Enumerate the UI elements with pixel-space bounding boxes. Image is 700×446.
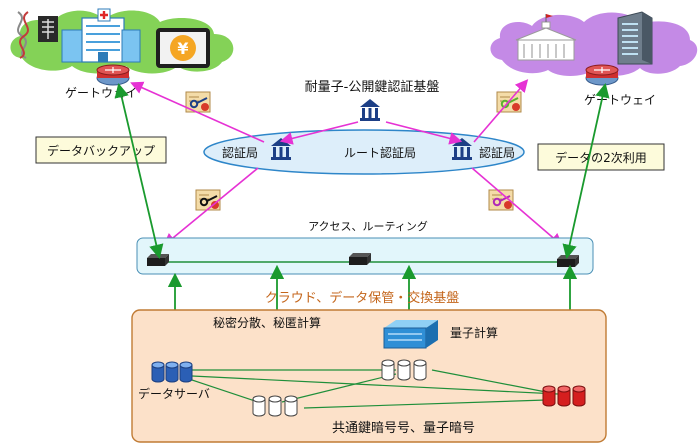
secret-sharing-label: 秘密分散、秘匿計算 bbox=[213, 315, 321, 330]
gateway-right-label: ゲートウェイ bbox=[584, 93, 656, 107]
quantum-computing-label: 量子計算 bbox=[450, 325, 498, 340]
database-icon bbox=[381, 359, 427, 381]
database-icon bbox=[542, 385, 586, 407]
white-house-icon bbox=[515, 14, 577, 61]
mesh-links bbox=[191, 369, 559, 409]
hospital-cloud: ¥ bbox=[10, 8, 234, 74]
certificate-icon bbox=[195, 189, 221, 211]
network-switch-icon bbox=[557, 255, 579, 267]
database-icon bbox=[252, 395, 298, 417]
ca-right-label: 認証局 bbox=[479, 145, 515, 160]
network-switch-icon bbox=[147, 254, 169, 266]
svg-text:¥: ¥ bbox=[177, 39, 188, 58]
root-ca-label: ルート認証局 bbox=[344, 145, 416, 160]
data-server-label: データサーバ bbox=[138, 386, 210, 401]
secondary-use-label: データの2次利用 bbox=[555, 150, 647, 165]
cloud-platform-title: クラウド、データ保管・交換基盤 bbox=[265, 290, 459, 306]
secondary-use-label-box: データの2次利用 bbox=[537, 143, 665, 171]
database-icon bbox=[151, 361, 193, 383]
cloud-platform-box bbox=[131, 309, 607, 443]
government-cloud bbox=[490, 11, 698, 76]
xray-icon bbox=[38, 16, 58, 42]
network-switch-icon bbox=[349, 253, 371, 265]
router-icon bbox=[585, 64, 619, 86]
dna-icon bbox=[17, 11, 29, 59]
hospital-icon bbox=[61, 8, 141, 63]
root-ca-bank-icon bbox=[360, 99, 380, 121]
office-building-icon bbox=[617, 11, 653, 65]
tablet-yen-icon: ¥ bbox=[156, 28, 210, 68]
quantum-computer-icon bbox=[383, 320, 438, 349]
encryption-label: 共通鍵暗号号、量子暗号 bbox=[332, 420, 475, 436]
certificate-icon bbox=[488, 189, 514, 211]
ca-left-label: 認証局 bbox=[222, 145, 258, 160]
pki-title: 耐量子-公開鍵認証基盤 bbox=[305, 79, 440, 95]
gateway-left-label: ゲートウェイ bbox=[65, 86, 137, 100]
router-icon bbox=[96, 64, 130, 86]
backup-label: データバックアップ bbox=[47, 143, 155, 158]
backup-label-box: データバックアップ bbox=[35, 136, 167, 164]
routing-label: アクセス、ルーティング bbox=[308, 219, 428, 233]
certificate-icon bbox=[185, 91, 211, 113]
